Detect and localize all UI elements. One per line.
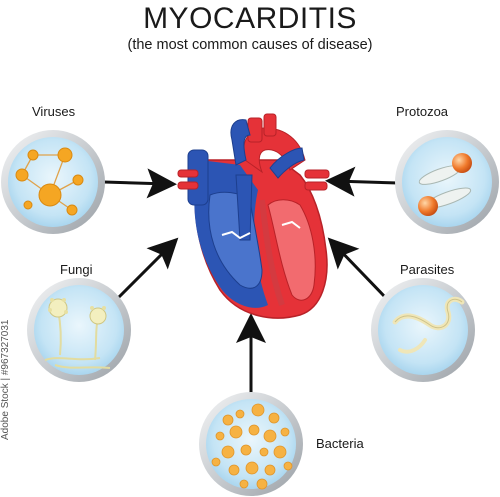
page-subtitle: (the most common causes of disease) — [127, 37, 373, 53]
bacteria-cell — [222, 414, 234, 426]
label-fungi: Fungi — [60, 262, 93, 277]
heart-illustration — [177, 113, 330, 319]
virus-particle — [38, 183, 62, 207]
arrow-parasites — [327, 237, 388, 300]
lens-protozoa — [395, 130, 499, 234]
lens-viruses — [1, 130, 105, 234]
label-protozoa: Protozoa — [396, 104, 449, 119]
fungi-spore — [48, 298, 68, 318]
arrow-fungi — [116, 237, 179, 300]
lens-fungi — [27, 278, 131, 382]
label-parasites: Parasites — [400, 262, 455, 277]
lens-bacteria — [199, 392, 303, 496]
arrow-viruses — [103, 168, 177, 199]
arrows — [103, 166, 399, 393]
stock-id-text: Adobe Stock | #967327031 — [0, 319, 11, 440]
stock-watermark: Adobe Stock | #967327031 — [0, 300, 16, 440]
label-viruses: Viruses — [32, 104, 76, 119]
lens-parasites — [371, 278, 475, 382]
label-bacteria: Bacteria — [316, 436, 364, 451]
arrow-protozoa — [325, 166, 399, 197]
page-title: MYOCARDITIS — [143, 2, 357, 35]
protozoa-cell — [452, 153, 472, 173]
